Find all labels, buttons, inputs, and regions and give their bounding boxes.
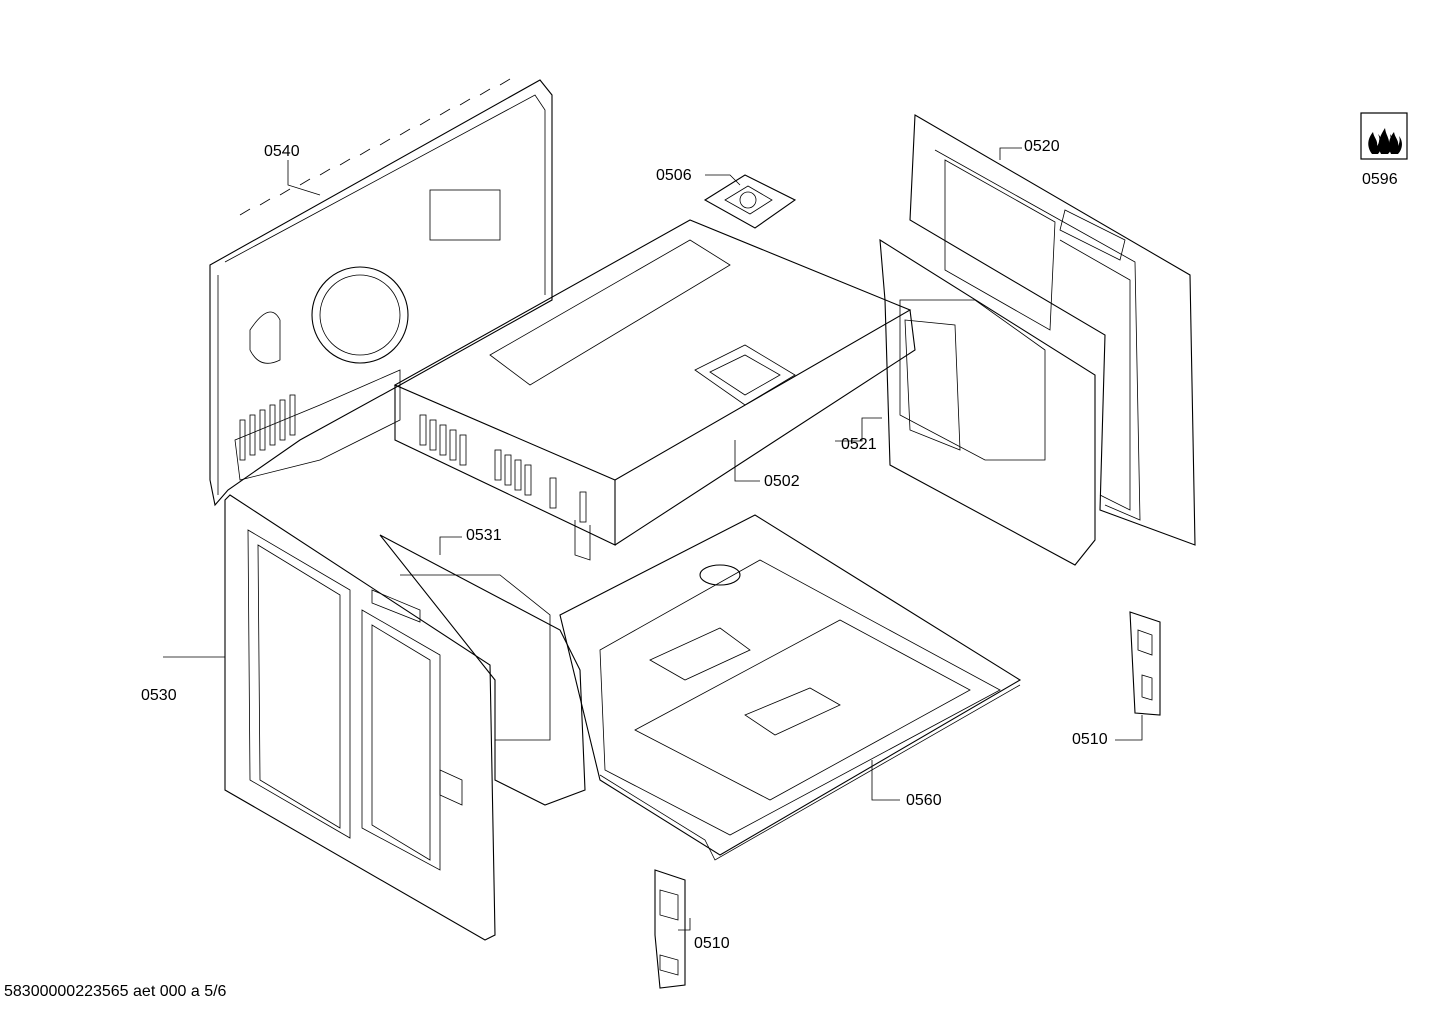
callout-0530[interactable]: 0530 [141,687,177,704]
callout-0510-right[interactable]: 0510 [1072,731,1108,748]
part-0521-right-inner-panel[interactable] [879,238,1096,566]
part-0502-top-housing[interactable] [393,219,916,561]
part-0540-back-panel[interactable] [209,78,553,507]
leader-lines [163,147,1143,931]
part-0510-hinge-clip-right[interactable] [1129,611,1161,716]
callout-0506[interactable]: 0506 [656,167,692,184]
part-0506-mount-bracket[interactable] [703,174,797,229]
gas-flame-icon [1360,112,1408,160]
part-0560-bottom-tray[interactable] [559,514,1022,861]
callout-0502[interactable]: 0502 [764,473,800,490]
gas-flame-badge[interactable] [1360,112,1408,160]
part-0531-left-inner-panel[interactable] [371,534,586,806]
callout-0540[interactable]: 0540 [264,143,300,160]
part-0530-left-side-panel[interactable] [224,494,496,941]
part-0520-right-side-panel[interactable] [909,114,1196,546]
part-0510-hinge-clip-bottom[interactable] [654,869,686,989]
callout-0510-bottom[interactable]: 0510 [694,935,730,952]
callout-0520[interactable]: 0520 [1024,138,1060,155]
document-id-footer: 58300000223565 aet 000 a 5/6 [4,983,227,1000]
callout-0596[interactable]: 0596 [1362,171,1398,188]
callout-0521[interactable]: 0521 [841,436,877,453]
callout-0531[interactable]: 0531 [466,527,502,544]
callout-0560[interactable]: 0560 [906,792,942,809]
